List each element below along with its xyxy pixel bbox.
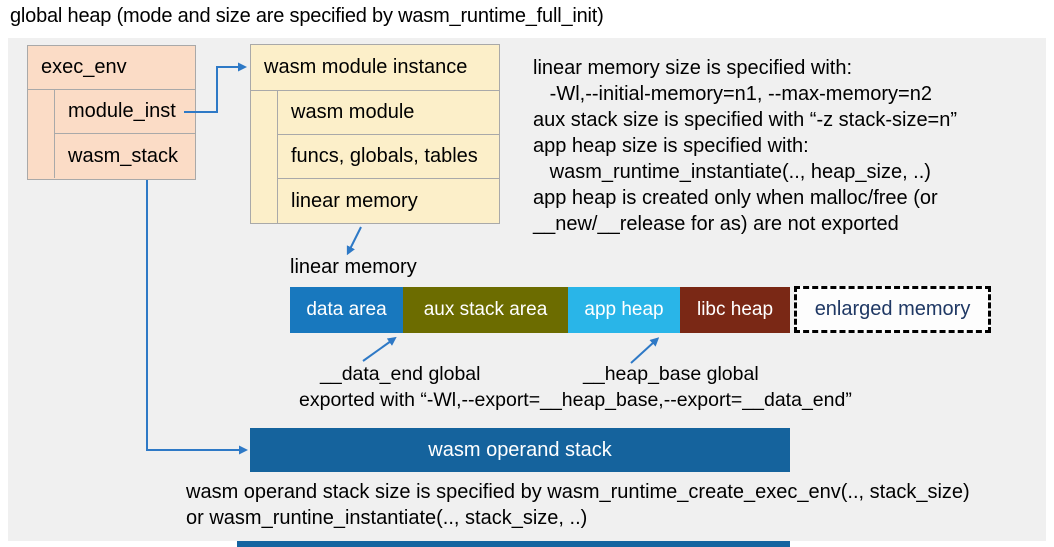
- heap-base-global-label: __heap_base global: [583, 363, 759, 385]
- global-heap-bar: [237, 541, 790, 547]
- note-line: wasm operand stack size is specified by …: [186, 481, 970, 503]
- segment-aux-stack-area: aux stack area: [403, 287, 568, 333]
- segment-data-area: data area: [290, 287, 403, 333]
- linear-memory-label: linear memory: [290, 256, 417, 278]
- exec-env-header: exec_env: [28, 46, 195, 90]
- exported-note: exported with “-Wl,--export=__heap_base,…: [299, 389, 852, 411]
- note-line: __new/__release for as) are not exported: [533, 213, 899, 235]
- segment-enlarged-memory: enlarged memory: [794, 286, 991, 333]
- segment-app-heap: app heap: [568, 287, 680, 333]
- operand-stack-bar: wasm operand stack: [250, 428, 790, 472]
- note-line: aux stack size is specified with “-z sta…: [533, 109, 958, 131]
- exec-env-row-module-inst: module_inst: [54, 90, 195, 134]
- note-line: or wasm_runtine_instantiate(.., stack_si…: [186, 507, 588, 529]
- linear-memory-bar: data area aux stack area app heap libc h…: [290, 287, 790, 333]
- note-line: -Wl,--initial-memory=n1, --max-memory=n2: [533, 83, 932, 105]
- note-line: linear memory size is specified with:: [533, 57, 852, 79]
- page-title: global heap (mode and size are specified…: [10, 5, 604, 27]
- segment-libc-heap: libc heap: [680, 287, 790, 333]
- notes-right: linear memory size is specified with: -W…: [533, 55, 957, 237]
- exec-env-row-wasm-stack: wasm_stack: [54, 134, 195, 178]
- module-instance-row-funcs-globals-tables: funcs, globals, tables: [277, 135, 499, 179]
- notes-bottom: wasm operand stack size is specified by …: [186, 479, 970, 531]
- note-line: app heap is created only when malloc/fre…: [533, 187, 938, 209]
- module-instance-header: wasm module instance: [251, 45, 499, 91]
- module-instance-row-linear-memory: linear memory: [277, 179, 499, 223]
- module-instance-box: wasm module instance wasm module funcs, …: [250, 44, 500, 224]
- note-line: wasm_runtime_instantiate(.., heap_size, …: [533, 161, 931, 183]
- note-line: app heap size is specified with:: [533, 135, 809, 157]
- module-instance-row-wasm-module: wasm module: [277, 91, 499, 135]
- exec-env-box: exec_env module_inst wasm_stack: [27, 45, 196, 180]
- data-end-global-label: __data_end global: [320, 363, 481, 385]
